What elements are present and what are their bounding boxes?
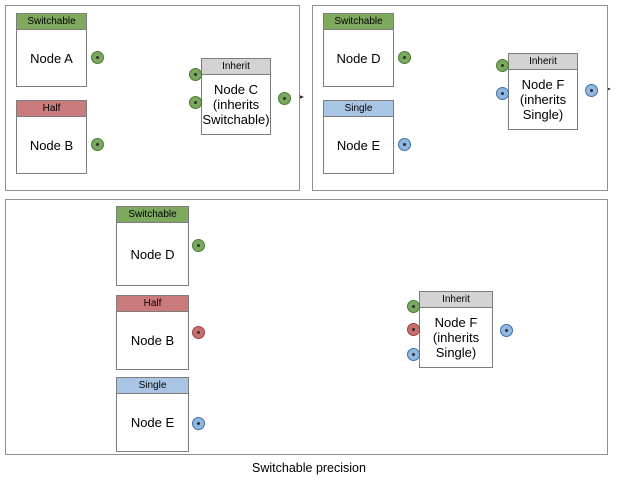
port-node-f-output[interactable]	[585, 84, 598, 97]
node-c-label-line3: Switchable)	[202, 112, 270, 127]
node-c[interactable]: Inherit Node C (inherits Switchable)	[201, 58, 271, 135]
node-e2[interactable]: Single Node E	[116, 377, 189, 452]
node-a[interactable]: Switchable Node A	[16, 13, 87, 87]
node-f2-label-line1: Node F	[434, 315, 478, 330]
node-e2-label: Node E	[130, 415, 175, 430]
node-f2-label-line3: Single)	[435, 345, 477, 360]
node-f-header: Inherit	[509, 54, 577, 70]
node-b-header: Half	[17, 101, 86, 117]
panel-top-right: Switchable Node D Single Node E Inherit …	[312, 5, 608, 191]
node-c-label: Node C (inherits Switchable)	[202, 75, 270, 134]
port-node-d2-output[interactable]	[192, 239, 205, 252]
node-e2-header: Single	[117, 378, 188, 394]
port-node-e2-output[interactable]	[192, 417, 205, 430]
port-node-c-input-1[interactable]	[189, 68, 202, 81]
node-e[interactable]: Single Node E	[323, 100, 394, 174]
node-b[interactable]: Half Node B	[16, 100, 87, 174]
node-b-label: Node B	[29, 137, 74, 153]
port-node-f-input-1[interactable]	[496, 59, 509, 72]
node-d2[interactable]: Switchable Node D	[116, 206, 189, 286]
node-f2-label-line2: (inherits	[432, 330, 480, 345]
node-f-label-line3: Single)	[522, 107, 564, 122]
node-d2-label: Node D	[130, 246, 175, 262]
port-node-c-input-2[interactable]	[189, 96, 202, 109]
node-d2-header: Switchable	[117, 207, 188, 223]
node-d-label: Node D	[336, 50, 381, 66]
port-node-c-output[interactable]	[278, 92, 291, 105]
panel-bottom: Switchable Node D Half Node B Single Nod…	[5, 199, 608, 455]
node-e-header: Single	[324, 101, 393, 117]
node-c-label-line1: Node C	[213, 82, 259, 97]
port-node-f2-input-3[interactable]	[407, 348, 420, 361]
node-f2[interactable]: Inherit Node F (inherits Single)	[419, 291, 493, 368]
node-f-label: Node F (inherits Single)	[509, 70, 577, 129]
port-node-f-input-2[interactable]	[496, 87, 509, 100]
node-c-header: Inherit	[202, 59, 270, 75]
node-d-header: Switchable	[324, 14, 393, 30]
node-d[interactable]: Switchable Node D	[323, 13, 394, 87]
node-f[interactable]: Inherit Node F (inherits Single)	[508, 53, 578, 130]
node-a-label: Node A	[30, 50, 73, 66]
port-node-f2-output[interactable]	[500, 324, 513, 337]
port-node-f2-input-1[interactable]	[407, 300, 420, 313]
port-node-f2-input-2[interactable]	[407, 323, 420, 336]
node-f-label-line1: Node F	[521, 77, 565, 92]
node-b2-header: Half	[117, 296, 188, 312]
port-node-a-output[interactable]	[91, 51, 104, 64]
port-node-b2-output[interactable]	[192, 326, 205, 339]
port-node-b-output[interactable]	[91, 138, 104, 151]
node-c-label-line2: (inherits	[212, 97, 260, 112]
port-node-e-output[interactable]	[398, 138, 411, 151]
port-node-d-output[interactable]	[398, 51, 411, 64]
node-f2-header: Inherit	[420, 292, 492, 308]
node-f-label-line2: (inherits	[519, 92, 567, 107]
node-a-header: Switchable	[17, 14, 86, 30]
diagram-caption: Switchable precision	[252, 461, 366, 475]
node-b2-label: Node B	[130, 333, 175, 348]
node-e-label: Node E	[336, 137, 381, 153]
node-b2[interactable]: Half Node B	[116, 295, 189, 370]
panel-top-left: Switchable Node A Half Node B Inherit No…	[5, 5, 300, 191]
node-f2-label: Node F (inherits Single)	[420, 308, 492, 367]
